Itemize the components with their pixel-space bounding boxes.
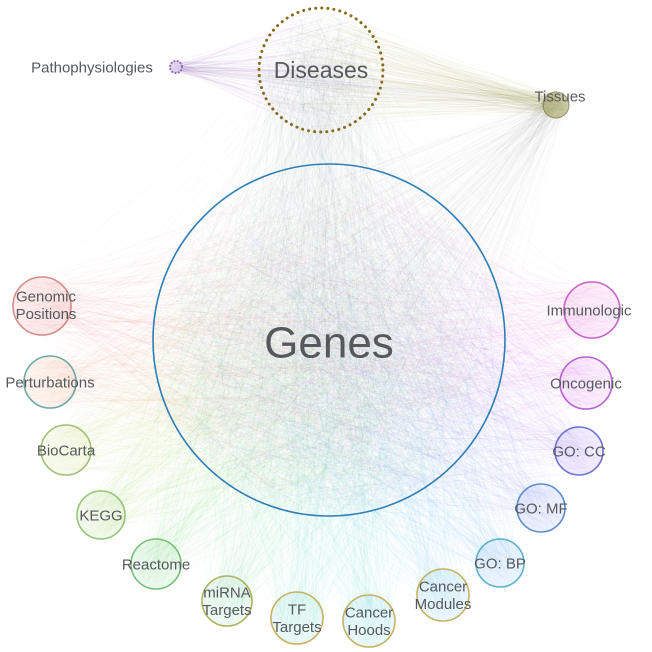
edges-tissues-diseases [260, 10, 569, 130]
edge-fan-go-bp [155, 191, 523, 587]
label-oncogenic: Oncogenic [550, 375, 622, 392]
label-kegg: KEGG [79, 507, 122, 524]
label-perturbations: Perturbations [5, 374, 94, 391]
node-tissues[interactable] [542, 91, 570, 119]
node-diseases[interactable] [257, 6, 385, 134]
label-reactome: Reactome [122, 556, 190, 573]
edge-fan-go-cc [156, 177, 602, 506]
edges-diseases-diseases [260, 9, 380, 132]
edge-fan-genomic-positions [14, 167, 496, 514]
node-go-bp[interactable] [475, 538, 525, 588]
label-biocarta: BioCarta [37, 442, 96, 459]
edge-fan-reactome [132, 168, 499, 589]
edges-genes-genes [155, 166, 501, 512]
node-cancer-hoods[interactable] [342, 594, 396, 648]
node-mirna-targets[interactable] [201, 575, 253, 627]
edge-fan-cancer-modules [171, 176, 498, 620]
node-go-mf[interactable] [516, 483, 566, 533]
node-reactome[interactable] [130, 538, 182, 590]
node-pathophysiologies[interactable] [168, 59, 184, 75]
node-genes[interactable] [152, 163, 506, 517]
label-pathophysiologies: Pathophysiologies [31, 59, 153, 76]
edge-bundles [14, 9, 620, 647]
label-tissues: Tissues [534, 88, 585, 105]
node-immunologic[interactable] [563, 281, 621, 339]
edge-fan-cancer-hoods [152, 169, 499, 647]
node-genomic-positions[interactable] [12, 276, 72, 336]
node-tf-targets[interactable] [270, 591, 324, 645]
edges-pathophysiologies-diseases [170, 10, 379, 126]
node-biocarta[interactable] [40, 424, 92, 476]
edge-fan-oncogenic [156, 170, 609, 509]
label-go-mf: GO: MF [514, 500, 567, 517]
edge-fan-tf-targets [156, 169, 502, 644]
node-cancer-modules[interactable] [416, 568, 470, 622]
edge-fan-biocarta [41, 169, 505, 493]
label-genes: Genes [264, 318, 394, 367]
edge-fan-immunologic [159, 168, 620, 516]
edge-fan-mirna-targets [160, 173, 498, 625]
label-go-bp: GO: BP [474, 555, 526, 572]
edge-fan-go-mf [157, 174, 564, 532]
node-oncogenic[interactable] [559, 356, 613, 410]
label-diseases: Diseases [274, 57, 369, 83]
label-go-cc: GO: CC [552, 443, 606, 460]
node-perturbations[interactable] [23, 355, 77, 409]
node-kegg[interactable] [76, 490, 126, 540]
edge-fan-kegg [77, 167, 498, 540]
label-immunologic: Immunologic [546, 302, 632, 319]
nodes [12, 6, 621, 648]
node-go-cc[interactable] [554, 426, 604, 476]
edges-pathophysiologies-tissues [171, 61, 567, 118]
